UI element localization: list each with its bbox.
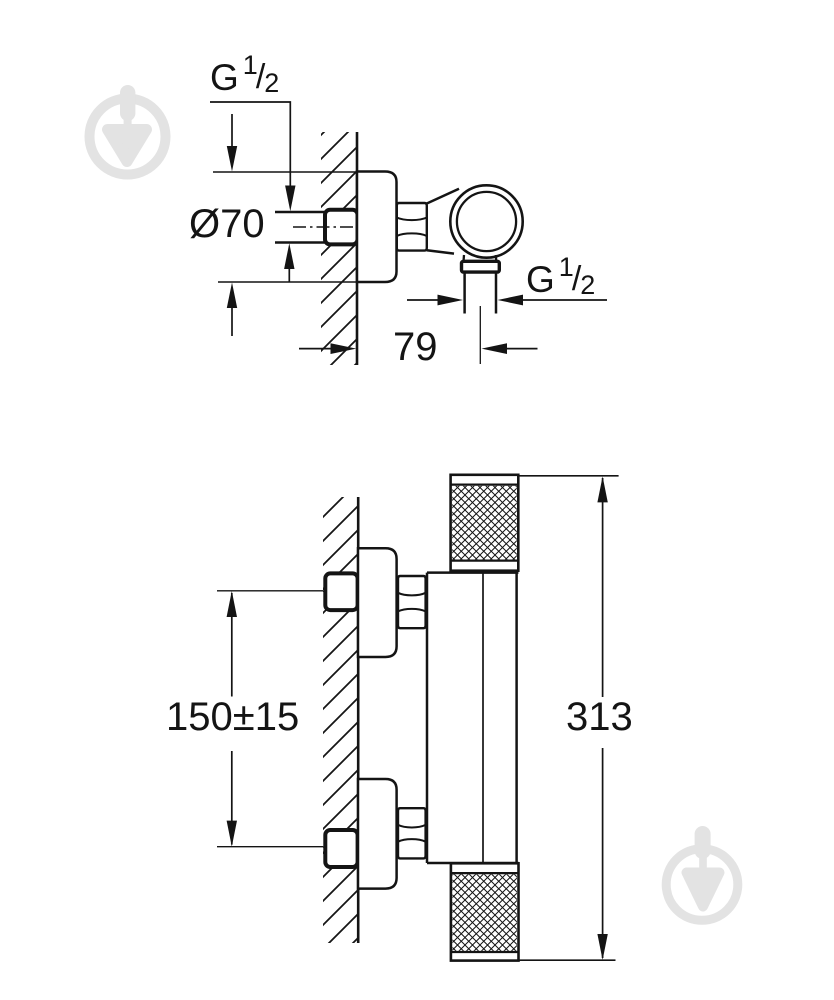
thermostat-knob-top — [449, 473, 520, 572]
union-nut-bottom-front — [396, 807, 427, 860]
escutcheon-side — [355, 170, 398, 284]
side-view-drawing — [210, 101, 607, 365]
dim-escutcheon-diameter — [213, 114, 356, 336]
dim-inlet-thread — [210, 101, 296, 282]
wall-hatch-front — [323, 497, 358, 943]
escutcheon-top-front — [356, 547, 398, 659]
dim-overall-height — [518, 474, 619, 962]
escutcheon-diameter-label: Ø70 — [189, 202, 265, 246]
watermark-pin-logo-icon — [84, 85, 171, 180]
union-nut-side — [395, 201, 428, 252]
escutcheon-bottom-front — [356, 777, 398, 890]
wall-hatch-side — [321, 132, 357, 365]
front-view-drawing — [217, 473, 619, 962]
outlet-pipe — [463, 272, 498, 364]
thread-size-text: G — [210, 57, 239, 98]
handle-knob-side — [448, 184, 524, 260]
valve-body-cone — [426, 187, 460, 255]
union-nut-top-front — [396, 574, 427, 630]
projection-dimension-label: 79 — [393, 325, 438, 369]
valve-body-front — [425, 571, 519, 865]
outlet-connector — [459, 254, 501, 274]
dim-projection-79 — [299, 343, 538, 354]
thread-size-text: G — [526, 259, 555, 300]
dim-port-spacing — [226, 591, 237, 847]
watermark-pin-logo-icon — [661, 826, 743, 925]
dim-outlet-thread — [407, 294, 607, 306]
volume-knob-bottom — [449, 861, 520, 962]
port-spacing-dimension-label: 150±15 — [166, 695, 300, 739]
wall-nut-bottom-front — [323, 828, 360, 869]
overall-height-dimension-label: 313 — [566, 695, 633, 739]
wall-nut-top-front — [323, 571, 360, 613]
